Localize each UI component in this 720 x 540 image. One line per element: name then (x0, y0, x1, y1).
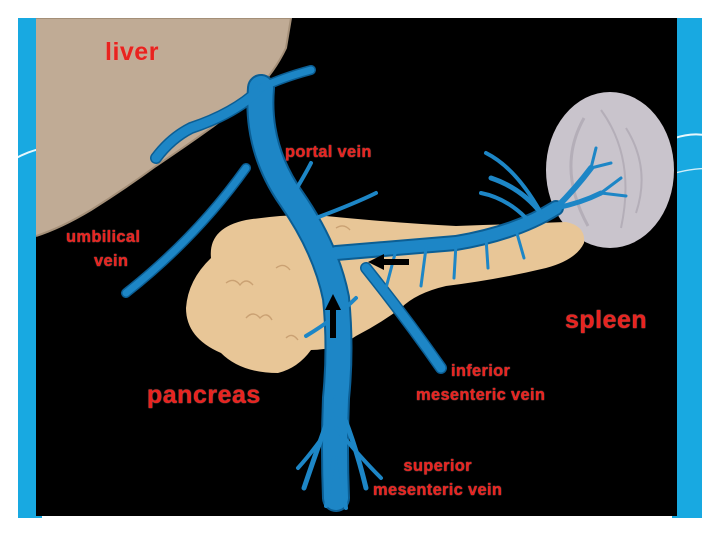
inferior-mesenteric-label-line1: inferior (450, 362, 511, 380)
umbilical-vein-label-line1: umbilical (66, 228, 141, 246)
right-accent-band (672, 18, 702, 518)
umbilical-vein-label: umbilical vein (66, 229, 140, 269)
liver-label: liver (105, 38, 159, 66)
arrow-left-icon (368, 254, 409, 270)
arrow-up-icon (325, 294, 341, 338)
umbilical-vein-label-line2: vein (94, 251, 129, 270)
liver-shape (36, 18, 291, 236)
inferior-mesenteric-vein-label: inferior mesenteric vein (416, 363, 545, 403)
inferior-mesenteric-vein (361, 263, 446, 373)
spleen-label: spleen (565, 306, 648, 334)
portal-vein-label: portal vein (285, 143, 372, 161)
hepatic-branch-right (257, 66, 315, 92)
umbilical-vein (122, 164, 250, 297)
anatomy-illustration (36, 18, 674, 512)
spleen-shape (546, 92, 674, 248)
vein-network (121, 65, 628, 512)
hepatic-branch-left (151, 83, 266, 163)
superior-mesenteric-vein-label: superior mesenteric vein (373, 458, 502, 498)
superior-mesenteric-label-line2: mesenteric vein (373, 480, 503, 499)
hepatic-portal-diagram: liver portal vein umbilical vein spleen … (36, 18, 677, 516)
inferior-mesenteric-label-line2: mesenteric vein (416, 385, 546, 404)
pancreas-label: pancreas (147, 381, 261, 409)
superior-mesenteric-label-line1: superior (403, 457, 472, 475)
